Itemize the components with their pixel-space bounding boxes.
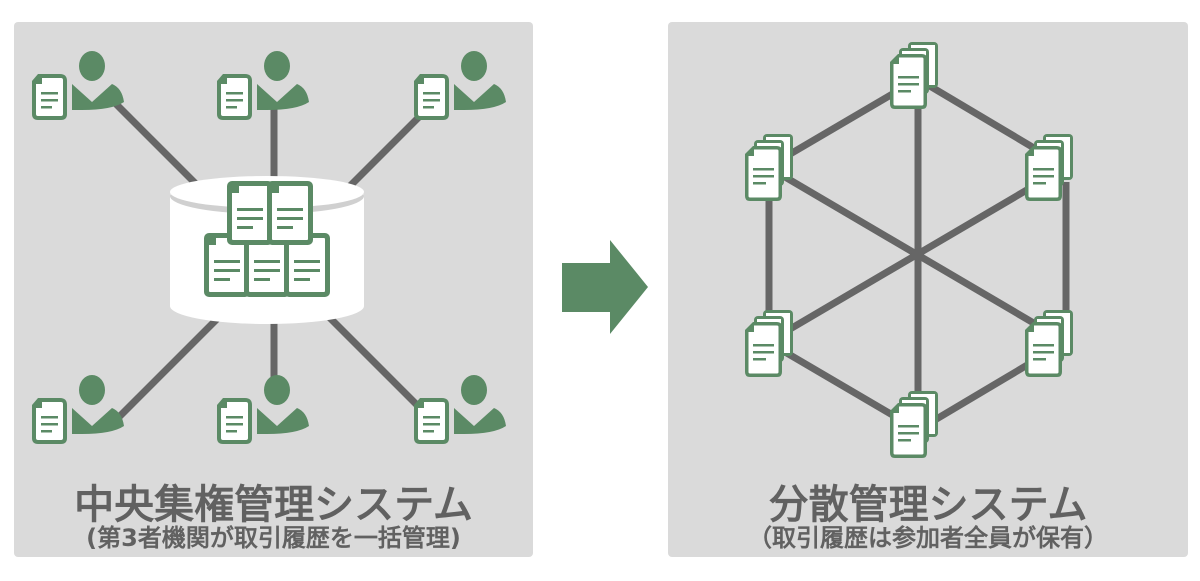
document-stack-icon xyxy=(890,391,938,458)
central-database-icon xyxy=(170,176,364,324)
user-with-document-icon xyxy=(217,375,309,444)
document-stack-icon xyxy=(745,310,793,377)
user-with-document-icon xyxy=(414,51,506,120)
user-with-document-icon xyxy=(32,375,124,444)
distributed-title: 分散管理システム xyxy=(768,482,1088,528)
distributed-diagram xyxy=(745,42,1073,458)
centralized-system-panel: 中央集権管理システム (第3者機関が取引履歴を一括管理) xyxy=(14,22,533,557)
distributed-system-panel: 分散管理システム （取引履歴は参加者全員が保有） xyxy=(668,22,1188,557)
user-with-document-icon xyxy=(217,51,309,120)
user-with-document-icon xyxy=(32,51,124,120)
document-stack-icon xyxy=(890,42,938,109)
centralized-title: 中央集権管理システム xyxy=(74,482,473,528)
user-with-document-icon xyxy=(414,375,506,444)
network-lines xyxy=(765,75,1070,434)
centralized-diagram xyxy=(32,51,506,444)
centralized-subtitle: (第3者機関が取引履歴を一括管理) xyxy=(86,524,461,552)
document-stack-icon xyxy=(745,134,793,201)
arrow-right-icon xyxy=(562,240,648,334)
distributed-subtitle: （取引履歴は参加者全員が保有） xyxy=(748,524,1108,552)
